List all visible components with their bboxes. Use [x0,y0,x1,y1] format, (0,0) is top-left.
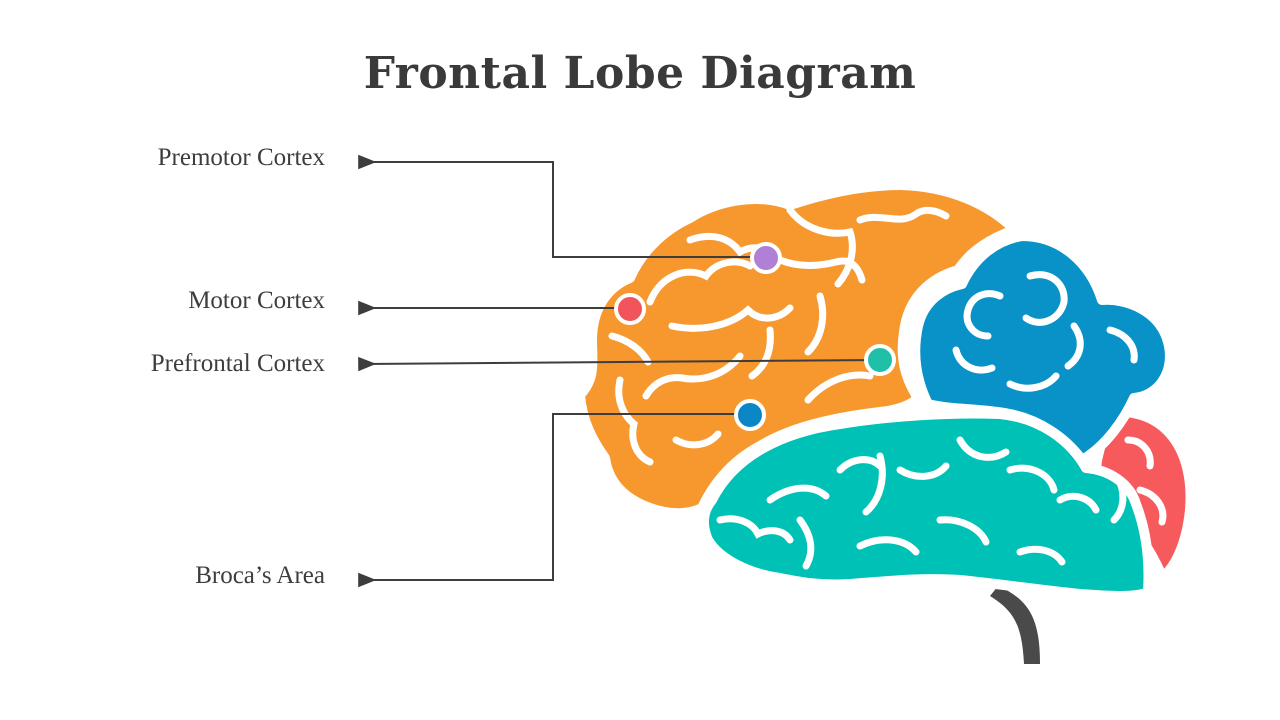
leader-line-premotor [358,154,766,258]
label-brocas-area: Broca’s Area [195,562,325,589]
leader-lines [358,154,881,588]
label-motor-cortex: Motor Cortex [188,287,325,314]
label-prefrontal-cortex: Prefrontal Cortex [150,350,325,377]
gyri-lines [608,206,1167,570]
page-title: Frontal Lobe Diagram [363,48,917,99]
label-premotor-cortex: Premotor Cortex [157,144,325,171]
marker-premotor-cortex [750,242,782,274]
marker-motor-cortex [614,293,646,325]
marker-brocas-area [734,399,766,431]
marker-prefrontal-cortex [864,344,896,376]
leader-line-broca [358,413,750,588]
brain-stem [990,586,1040,664]
leader-line-prefrontal [358,356,881,372]
frontal-lobe [575,180,1020,519]
